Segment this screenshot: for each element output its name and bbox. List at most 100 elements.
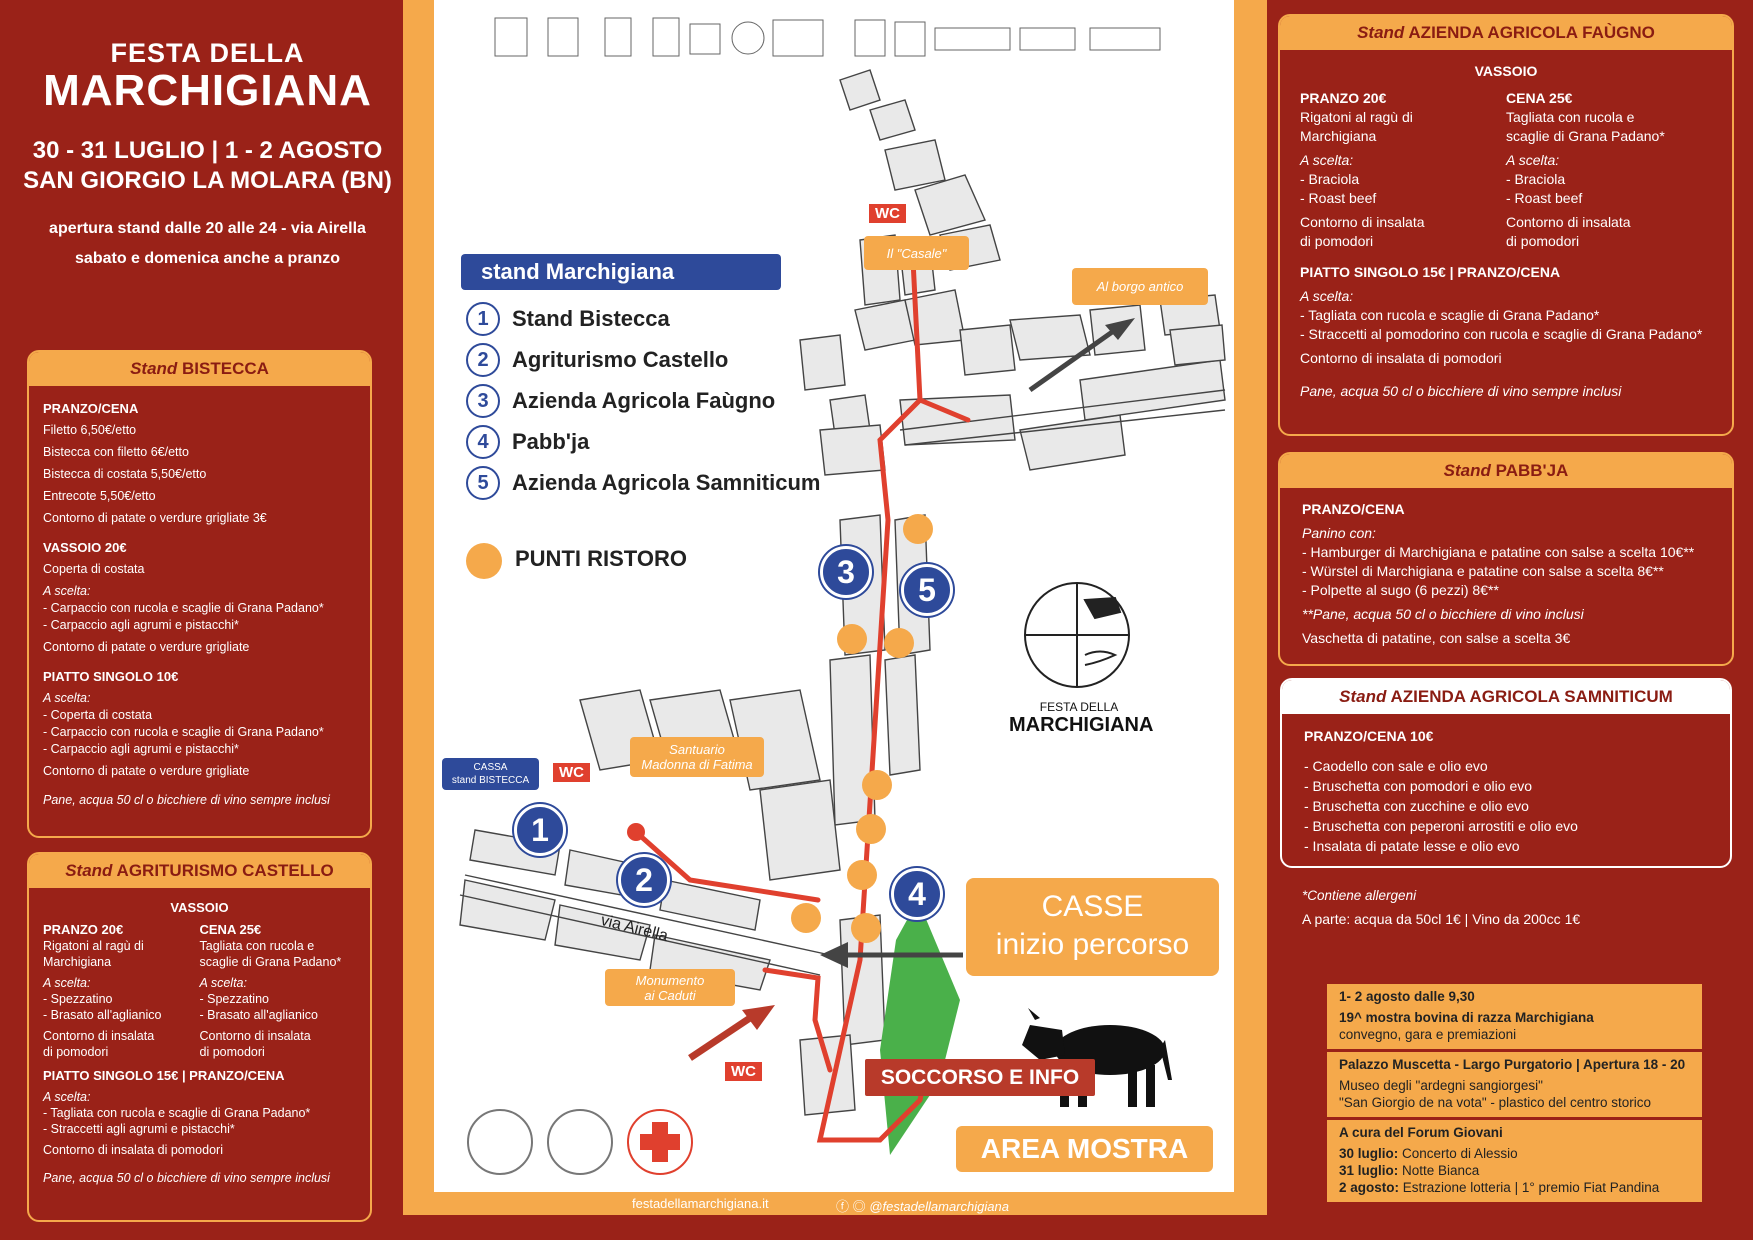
menu-line: Panino con:: [1302, 525, 1376, 541]
wc-label: WC: [552, 762, 591, 783]
menu-line: Tagliata con rucola e: [199, 939, 315, 953]
menu-line: A scelta:: [1300, 288, 1354, 304]
menu-line: - Carpaccio con rucola e scaglie di Gran…: [43, 601, 324, 615]
panel-title: Stand PABB'JA: [1280, 454, 1732, 488]
menu-line: Contorno di insalata: [199, 1029, 311, 1043]
ristoro-point: [862, 770, 892, 800]
panel-pabbja: Stand PABB'JA PRANZO/CENA Panino con: - …: [1278, 452, 1734, 666]
info-line: convegno, gara e premiazioni: [1339, 1027, 1517, 1042]
facebook-icon: ⓕ: [836, 1199, 850, 1214]
menu-line: - Brasato all'aglianico: [43, 1008, 162, 1022]
menu-line: Filetto 6,50€/etto: [43, 423, 137, 437]
menu-line: Contorno di insalata: [1300, 214, 1425, 230]
soccorso-label: SOCCORSO E INFO: [865, 1059, 1095, 1096]
menu-line: - Roast beef: [1300, 190, 1377, 206]
menu-line: - Braciola: [1300, 171, 1360, 187]
panel-faugno: Stand AZIENDA AGRICOLA FAÙGNO VASSOIO PR…: [1278, 14, 1734, 436]
map-marker-3: 3: [820, 546, 872, 598]
website-link[interactable]: festadellamarchigiana.it: [632, 1196, 769, 1211]
borgo-label: Al borgo antico: [1072, 268, 1208, 305]
menu-line: A scelta:: [1300, 152, 1354, 168]
map-marker-1: 1: [514, 804, 566, 856]
wc-label: WC: [868, 203, 907, 224]
panel-samniticum: Stand AZIENDA AGRICOLA SAMNITICUM PRANZO…: [1280, 678, 1732, 868]
menu-line: A scelta:: [199, 976, 247, 990]
menu-line: - Spezzatino: [199, 992, 269, 1006]
panel-title: Stand AGRITURISMO CASTELLO: [29, 854, 370, 888]
menu-line: di pomodori: [199, 1045, 265, 1059]
instagram-icon: ◎: [852, 1199, 866, 1214]
menu-line: - Roast beef: [1506, 190, 1583, 206]
menu-line: - Straccetti agli agrumi e pistacchi*: [43, 1122, 235, 1136]
menu-line: Marchigiana: [1300, 128, 1377, 144]
ristoro-point: [856, 814, 886, 844]
map-marker-4: 4: [891, 868, 943, 920]
section-head: PRANZO/CENA 10€: [1304, 728, 1434, 744]
ristoro-point: [884, 628, 914, 658]
sponsor-logos: [494, 17, 1161, 57]
event-header: FESTA DELLA MARCHIGIANA 30 - 31 LUGLIO |…: [20, 38, 395, 274]
info-line: 30 luglio: Concerto di Alessio: [1339, 1146, 1518, 1161]
menu-line: Contorno di insalata: [1506, 214, 1631, 230]
info-line: 1- 2 agosto dalle 9,30: [1339, 989, 1475, 1004]
section-head: PIATTO SINGOLO 10€: [43, 669, 179, 684]
menu-line: - Brasato all'aglianico: [199, 1008, 318, 1022]
menu-line: scaglie di Grana Padano*: [199, 955, 342, 969]
menu-line: - Caodello con sale e olio evo: [1304, 758, 1488, 774]
section-head: VASSOIO: [1474, 63, 1538, 79]
panel-bistecca: Stand BISTECCA PRANZO/CENA Filetto 6,50€…: [27, 350, 372, 838]
ristoro-legend-label: PUNTI RISTORO: [515, 546, 687, 571]
menu-line: - Bruschetta con peperoni arrostiti e ol…: [1304, 818, 1578, 834]
menu-line: - Carpaccio agli agrumi e pistacchi*: [43, 618, 239, 632]
section-head: PIATTO SINGOLO 15€ | PRANZO/CENA: [1300, 264, 1561, 280]
info-line: Museo degli "ardegni sangiorgesi": [1339, 1078, 1543, 1093]
menu-line: **Pane, acqua 50 cl o bicchiere di vino …: [1302, 606, 1584, 622]
menu-line: A scelta:: [43, 976, 91, 990]
menu-line: - Carpaccio con rucola e scaglie di Gran…: [43, 725, 324, 739]
menu-line: - Coperta di costata: [43, 708, 153, 722]
menu-line: Contorno di patate o verdure grigliate: [43, 640, 250, 654]
menu-line: di pomodori: [1300, 233, 1374, 249]
col-head: CENA 25€: [199, 922, 262, 937]
info-line: Palazzo Muscetta - Largo Purgatorio | Ap…: [1339, 1057, 1686, 1072]
menu-line: A scelta:: [1506, 152, 1560, 168]
menu-line: A scelta:: [43, 584, 91, 598]
menu-line: Vaschetta di patatine, con salse a scelt…: [1302, 630, 1571, 646]
menu-line: - Insalata di patate lesse e olio evo: [1304, 838, 1520, 854]
panel-note: Pane, acqua 50 cl o bicchiere di vino se…: [43, 793, 330, 807]
menu-line: Contorno di insalata di pomodori: [43, 1143, 223, 1157]
menu-line: Tagliata con rucola e: [1506, 109, 1635, 125]
legend-title: stand Marchigiana: [461, 254, 781, 290]
weekend-note: sabato e domenica anche a pranzo: [75, 250, 340, 267]
ristoro-point: [847, 860, 877, 890]
panel-note: Pane, acqua 50 cl o bicchiere di vino se…: [43, 1171, 330, 1185]
social-handle[interactable]: ⓕ ◎ @festadellamarchigiana: [836, 1199, 1009, 1214]
event-dates: 30 - 31 LUGLIO | 1 - 2 AGOSTO: [32, 137, 383, 164]
panel-note: Pane, acqua 50 cl o bicchiere di vino se…: [1300, 383, 1622, 399]
map-marker-2: 2: [618, 854, 670, 906]
menu-line: - Würstel di Marchigiana e patatine con …: [1302, 563, 1664, 579]
events-info-box: 1- 2 agosto dalle 9,30 19^ mostra bovina…: [1327, 984, 1702, 1202]
ristoro-point: [903, 514, 933, 544]
menu-line: scaglie di Grana Padano*: [1506, 128, 1665, 144]
menu-line: di pomodori: [43, 1045, 109, 1059]
section-head: PRANZO/CENA: [1302, 501, 1405, 517]
info-line: 2 agosto: Estrazione lotteria | 1° premi…: [1339, 1180, 1660, 1195]
sponsor-logos-bottom: [467, 1109, 693, 1175]
menu-line: A scelta:: [43, 691, 91, 705]
panel-title: Stand AZIENDA AGRICOLA SAMNITICUM: [1282, 680, 1730, 714]
info-line: A cura del Forum Giovani: [1339, 1125, 1503, 1140]
wc-label: WC: [724, 1061, 763, 1082]
menu-line: Contorno di patate o verdure grigliate: [43, 764, 250, 778]
section-head: VASSOIO: [170, 900, 229, 915]
menu-line: - Braciola: [1506, 171, 1566, 187]
festival-logo-text: FESTA DELLA MARCHIGIANA: [1009, 700, 1154, 736]
panel-title: Stand AZIENDA AGRICOLA FAÙGNO: [1280, 16, 1732, 50]
info-line: "San Giorgio de na vota" - plastico del …: [1339, 1095, 1651, 1110]
section-head: PRANZO/CENA: [43, 401, 139, 416]
